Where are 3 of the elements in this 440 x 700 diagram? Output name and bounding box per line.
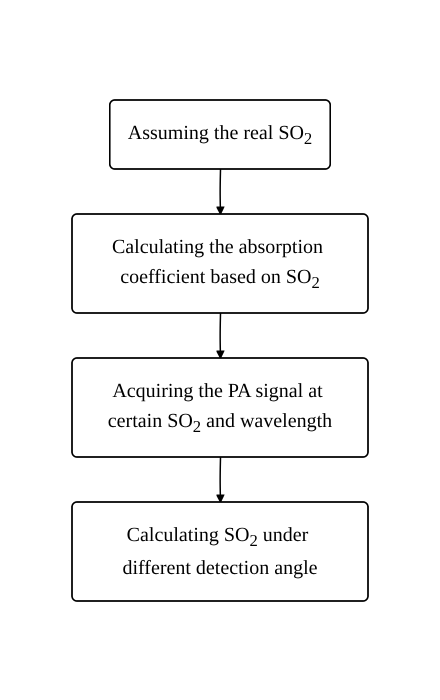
arrow	[216, 168, 225, 214]
arrow	[216, 456, 225, 502]
arrow	[216, 312, 225, 358]
